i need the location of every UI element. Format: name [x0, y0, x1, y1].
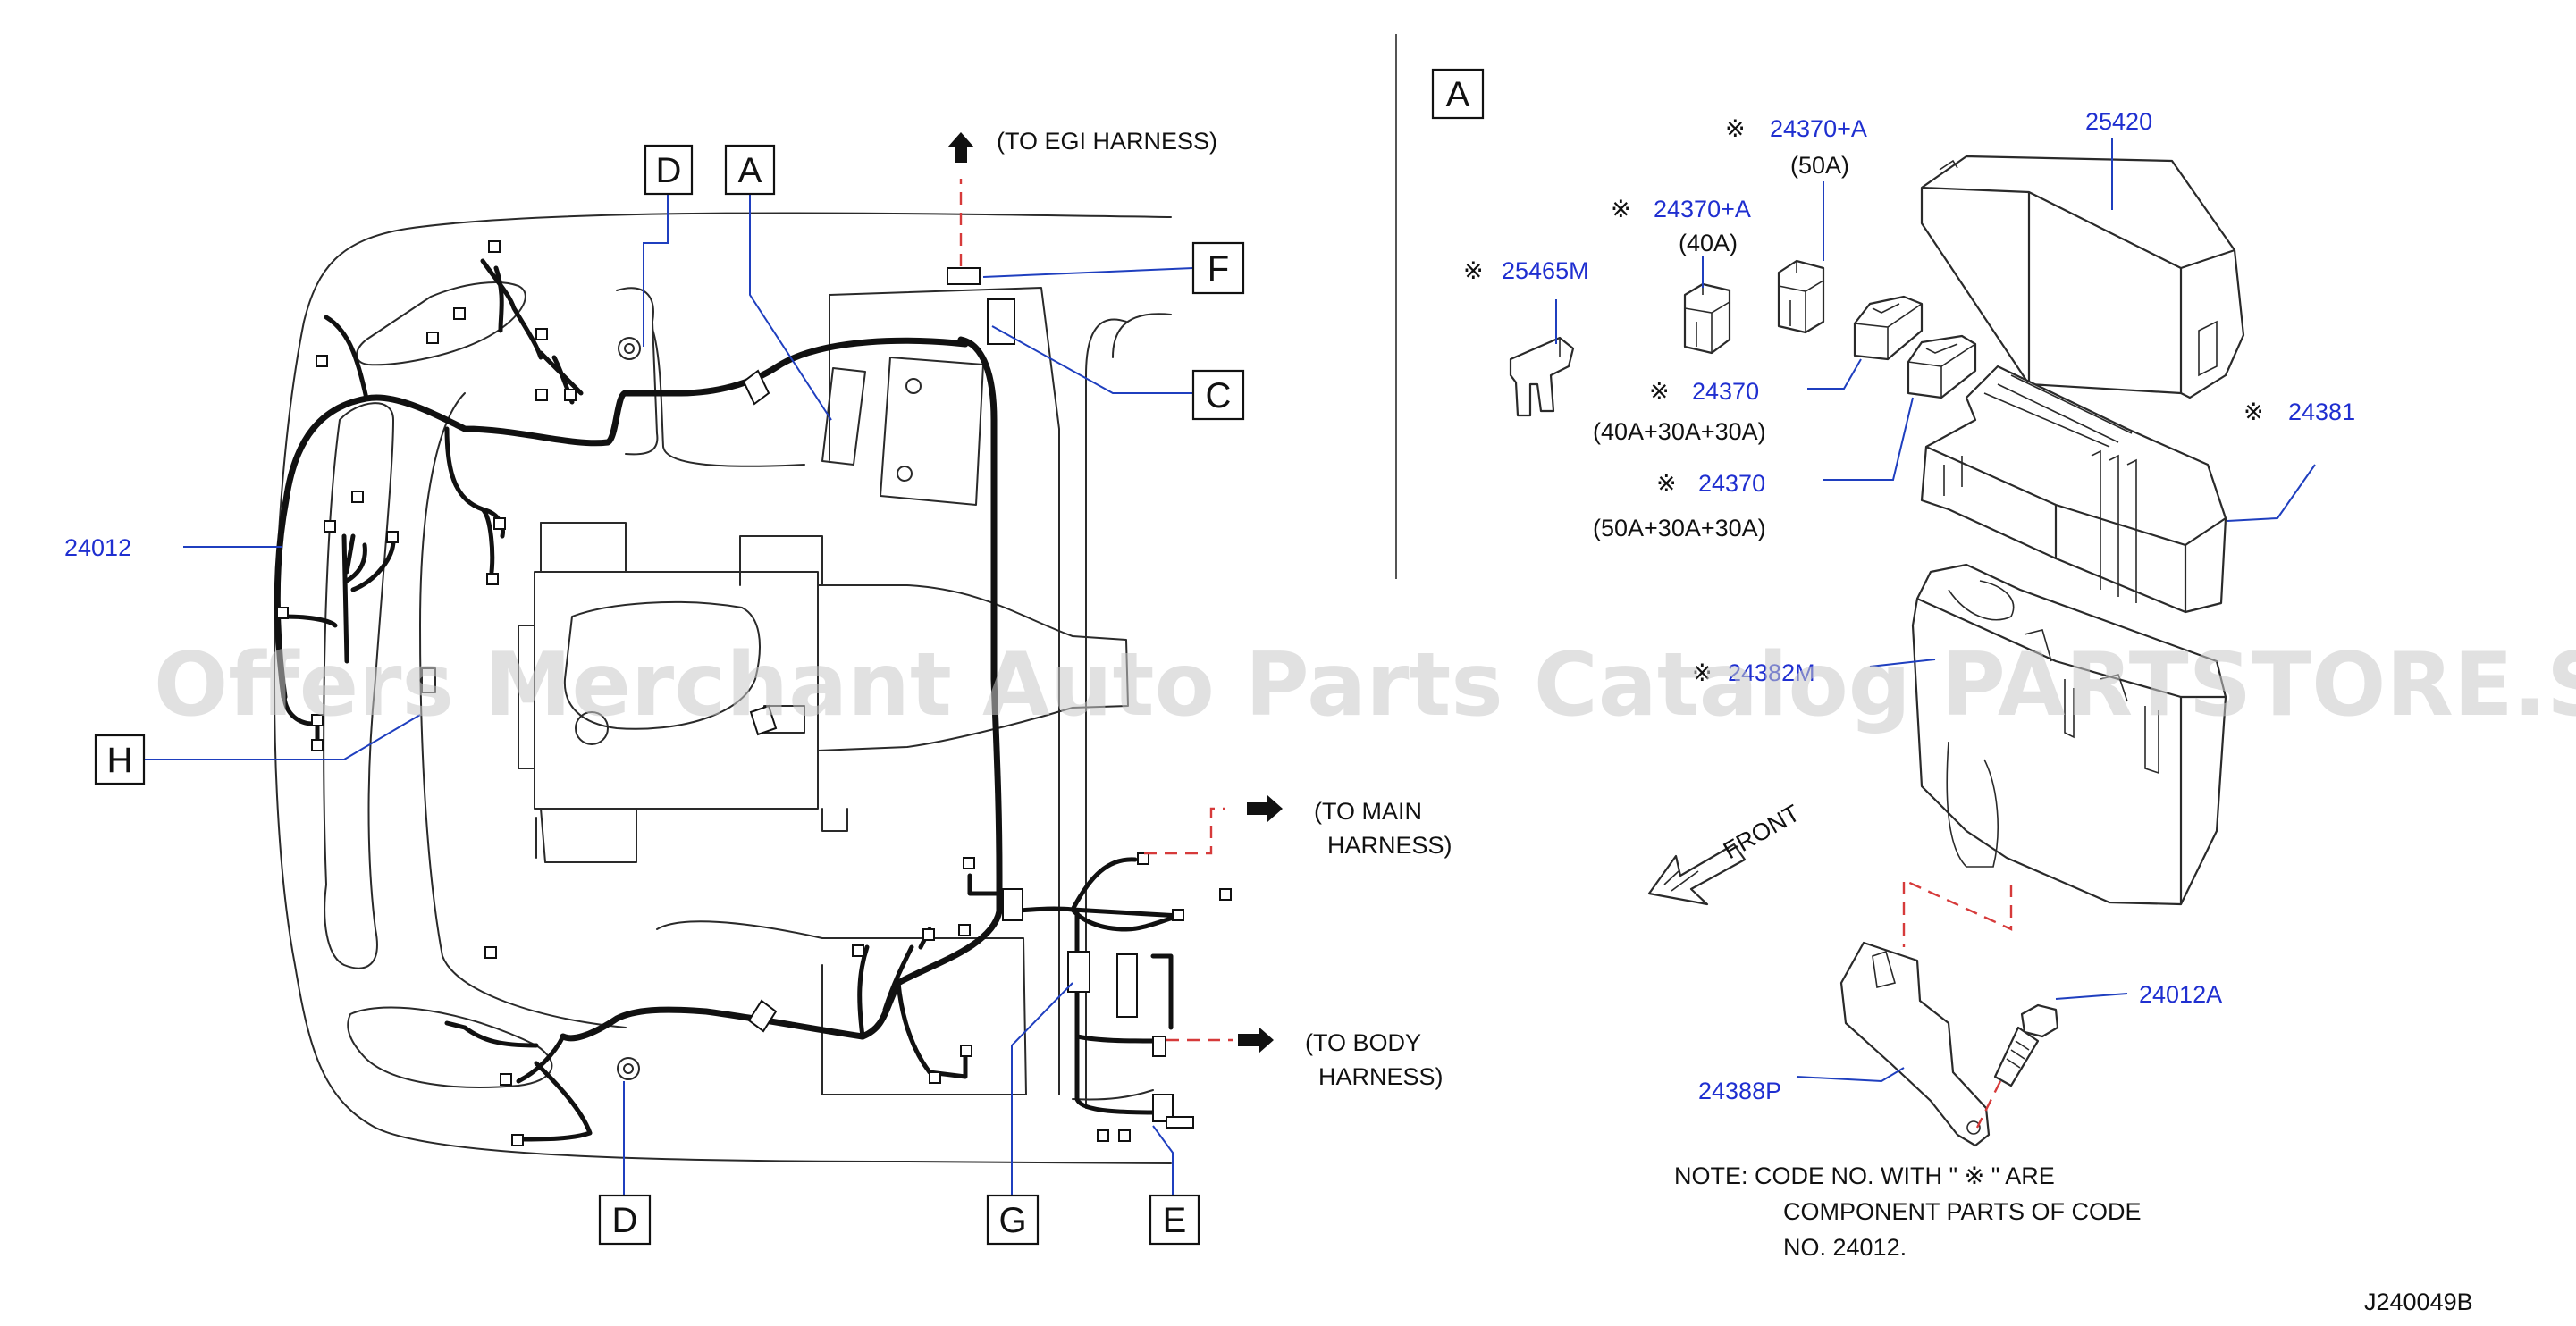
rating-link-block-2: (50A+30A+30A) [1593, 515, 1766, 541]
fuse-25465M [1509, 336, 1575, 417]
part-number-fuse-block: 24381 [2288, 399, 2355, 425]
harness-connectors [276, 240, 1232, 1146]
direction-arrows [947, 132, 1283, 1053]
callout-label: A [1446, 75, 1470, 114]
component-mark: ※ [1725, 115, 1746, 142]
to-body-harness-label-1: (TO BODY [1305, 1029, 1421, 1056]
arrow-right-icon [1247, 795, 1283, 822]
callout-label: F [1208, 249, 1229, 289]
callout-label: H [107, 741, 133, 780]
component-mark: ※ [2243, 399, 2264, 425]
to-body-harness-label-2: HARNESS) [1318, 1063, 1444, 1090]
callout-label: C [1206, 376, 1232, 415]
callout-label: G [998, 1201, 1026, 1240]
to-main-harness-label-1: (TO MAIN [1314, 798, 1422, 825]
callout-label: D [656, 151, 682, 190]
rating-50a: (50A) [1790, 152, 1849, 179]
note-line-1: NOTE: CODE NO. WITH " ※ " ARE [1674, 1162, 2055, 1189]
wire-harness [274, 258, 1183, 1142]
callout-G: G [986, 1194, 1040, 1246]
callout-F: F [1191, 241, 1245, 295]
to-main-harness-label-2: HARNESS) [1327, 832, 1452, 859]
component-mark: ※ [1463, 257, 1484, 284]
part-number-bracket: 24388P [1698, 1078, 1781, 1104]
to-egi-harness-label: (TO EGI HARNESS) [997, 128, 1217, 155]
part-number-fuse-box-cover: 25420 [2085, 108, 2152, 135]
part-number-bolt: 24012A [2139, 981, 2222, 1008]
fusible-link-40A [1683, 282, 1731, 355]
fuse-box-body [1902, 563, 2227, 947]
arrow-right-icon [1238, 1027, 1274, 1053]
fusible-link-block-50-30-30 [1907, 334, 1977, 399]
part-number-fuse: 25465M [1502, 257, 1589, 284]
component-mark: ※ [1611, 196, 1631, 222]
note-line-2: COMPONENT PARTS OF CODE [1783, 1198, 2142, 1225]
callout-label: E [1163, 1201, 1187, 1240]
front-label: FRONT [1719, 800, 1805, 864]
part-number-link-block-1: 24370 [1692, 378, 1759, 405]
callout-C: C [1191, 369, 1245, 421]
part-number-fusible-link-40a: 24370+A [1654, 196, 1751, 222]
watermark: Offers Merchant Auto Parts Catalog PARTS… [154, 634, 2576, 736]
part-number-fusible-link-50a: 24370+A [1770, 115, 1867, 142]
diagram-code: J240049B [2364, 1288, 2473, 1315]
callout-label: A [738, 151, 762, 190]
rating-link-block-1: (40A+30A+30A) [1593, 418, 1766, 445]
callout-label: D [612, 1201, 638, 1240]
rating-40a: (40A) [1679, 230, 1738, 256]
fuse-block [1920, 365, 2227, 614]
part-number-fuse-box-body: 24382M [1728, 659, 1815, 686]
component-mark: ※ [1692, 659, 1713, 686]
fuse-box-cover [1920, 155, 2245, 399]
part-number-link-block-2: 24370 [1698, 470, 1765, 497]
callout-D-bottom: D [598, 1194, 652, 1246]
component-mark: ※ [1656, 470, 1677, 497]
callout-D-top: D [644, 144, 694, 196]
part-number-harness: 24012 [64, 534, 131, 561]
callout-A-top: A [724, 144, 776, 196]
arrow-up-icon [947, 132, 974, 163]
fusible-link-50A [1777, 259, 1825, 334]
front-direction: FRONT [1647, 800, 1805, 906]
note-line-3: NO. 24012. [1783, 1234, 1907, 1261]
engine-room-outline [274, 212, 1172, 1164]
bolt [1975, 1003, 2059, 1129]
bracket [1839, 941, 1991, 1147]
callout-E: E [1149, 1194, 1200, 1246]
component-mark: ※ [1649, 378, 1670, 405]
callout-A-detail: A [1431, 68, 1485, 120]
fusible-link-block-40-30-30 [1853, 295, 1924, 361]
leader-lines-right [1555, 138, 2316, 1083]
callout-H: H [94, 734, 146, 785]
